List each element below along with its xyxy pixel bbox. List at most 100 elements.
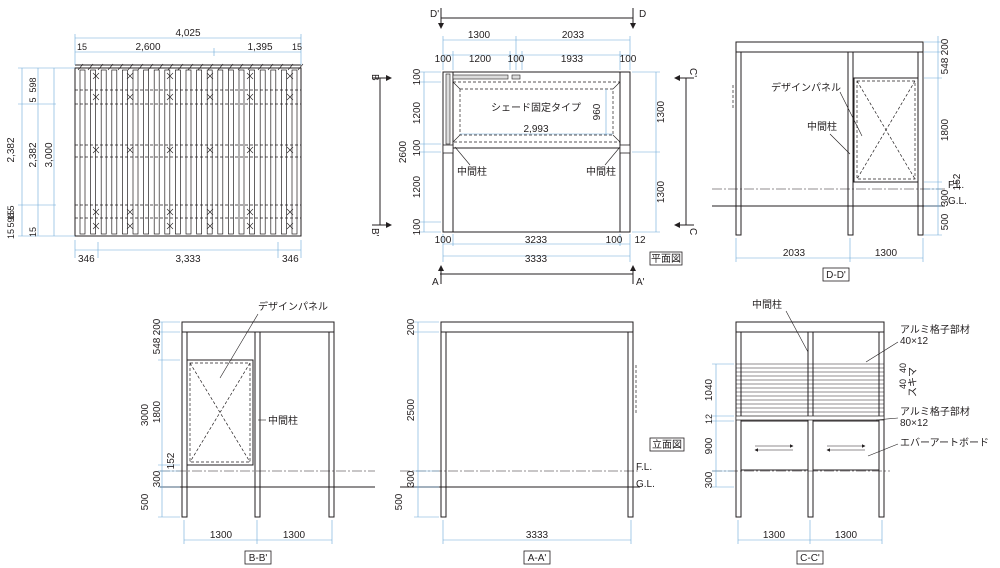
fastener-mark: [286, 208, 294, 216]
roof-slat: [100, 69, 107, 235]
design-panel: [186, 359, 254, 466]
cc-bottom-dim: 1300: [763, 530, 786, 541]
roof-top-part: 1,395: [247, 42, 272, 53]
fastener-mark: [166, 222, 174, 230]
alum-b-name: アルミ格子部材: [900, 405, 970, 418]
section-mark: B: [369, 74, 380, 81]
aluminum-louvers: [735, 363, 885, 421]
dd-right-dim: 500: [940, 213, 951, 230]
roof-bottom-part: 346: [282, 254, 299, 265]
aa-view-label: A-A': [528, 553, 547, 564]
board-panel-left: [740, 420, 809, 471]
dd-right-dim: 200: [940, 38, 951, 55]
post-label: 中間柱: [268, 414, 298, 427]
roof-left-dim: 2,382: [6, 137, 17, 162]
roof-slat: [217, 69, 224, 235]
section-mark: D: [639, 9, 646, 20]
fastener-mark: [92, 72, 100, 80]
alum-b-size: 80×12: [900, 418, 929, 429]
section-mark: B': [369, 228, 380, 237]
bb-bottom-dim: 1300: [210, 530, 233, 541]
fastener-mark: [166, 208, 174, 216]
roof-slat: [238, 69, 245, 235]
dd-bottom-dim: 1300: [875, 248, 898, 259]
fastener-mark: [166, 93, 174, 101]
plan-bottom-dim: 3233: [525, 235, 548, 246]
dd-view-label: D-D': [826, 270, 846, 281]
fastener-mark: [206, 222, 214, 230]
roof-top-part: 2,600: [135, 42, 160, 53]
cc-bottom-dim: 1300: [835, 530, 858, 541]
dd-right-dim: 1800: [940, 118, 951, 141]
fastener-mark: [166, 72, 174, 80]
roof-bottom-part: 346: [78, 254, 95, 265]
roof-slat: [164, 69, 171, 235]
roof-slat: [143, 69, 149, 235]
board-label: エバーアートボード: [900, 437, 989, 449]
plan-bottom-dim: 100: [435, 235, 452, 246]
plan-outline: [442, 71, 631, 233]
cc-left-dim: 300: [704, 471, 715, 488]
shade-depth: 960: [592, 103, 603, 120]
roof-slat: [259, 69, 266, 235]
roof-left-dim: 598: [6, 212, 16, 227]
plan-right-dim: 1300: [656, 180, 667, 203]
plan-left-dim: 100: [412, 68, 423, 85]
plan-bottom-dim: 100: [606, 235, 623, 246]
roof-left-dim: 5: [6, 205, 16, 210]
roof-slat: [185, 69, 192, 235]
fastener-mark: [246, 146, 254, 154]
aa-bottom-dim: 3333: [526, 530, 549, 541]
plan-right-dim: 1300: [656, 100, 667, 123]
plan-top-dim: 100: [508, 54, 525, 65]
roof-left-dim: 15: [6, 210, 16, 220]
roof-left-dim: 15: [6, 229, 16, 239]
bb-left-dim: 500: [140, 493, 151, 510]
roof-outline: [74, 67, 302, 237]
section-mark: A: [432, 277, 439, 288]
plan-left-dim: 100: [412, 218, 423, 235]
elevation-label: 立面図: [652, 438, 682, 451]
post-label: 中間柱: [807, 120, 837, 133]
aa-left-dim: 300: [406, 470, 417, 487]
plan-bottom-overall: 3333: [525, 254, 548, 265]
roof-slat: [196, 69, 202, 235]
roof-slats: [79, 69, 298, 235]
roof-left-dim: 3,000: [44, 142, 55, 167]
aa-left-dim: 2500: [406, 398, 417, 421]
fastener-mark: [206, 146, 214, 154]
alum-a-name: アルミ格子部材: [900, 323, 970, 336]
fastener-mark: [166, 146, 174, 154]
roof-top-part: 15: [77, 42, 87, 52]
plan-bottom-dim: 12: [634, 235, 646, 246]
roof-slat: [90, 69, 96, 235]
roof-top-overall: 4,025: [175, 28, 200, 39]
plan-top-dim: 1200: [469, 54, 492, 65]
aa-left-dim: 500: [394, 493, 405, 510]
roof-slat: [122, 69, 128, 235]
plan-top-dim: 100: [620, 54, 637, 65]
roof-slat: [153, 69, 160, 235]
plan-left-dim: 1200: [412, 175, 423, 198]
fastener-mark: [92, 208, 100, 216]
cc-left-dim: 1040: [704, 378, 715, 401]
fastener-mark: [206, 208, 214, 216]
alum-a-size: 40×12: [900, 336, 929, 347]
shade-area: [452, 81, 621, 143]
fl-label: F.L.: [636, 462, 652, 473]
plan-post-label-left: 中間柱: [457, 165, 487, 178]
roof-slat: [132, 69, 139, 235]
roof-plan: 4,025 15 2,600 1,395 15 346 3,333 346 2,…: [6, 28, 304, 265]
shade-label: シェード固定タイプ: [491, 101, 581, 114]
bb-left-dim: 1800: [152, 400, 163, 423]
shade-width: 2,993: [523, 124, 548, 135]
dd-right-dim: 300: [940, 189, 951, 206]
section-cc: 中間柱 アルミ格子部材 40×12 40 40 スキマ アルミ格子部材 80×1…: [704, 298, 989, 565]
section-mark: C': [687, 68, 698, 77]
roof-left-dim: 15: [28, 227, 38, 237]
plan-top-dim: 1933: [561, 54, 584, 65]
bb-left-overall: 3000: [140, 403, 151, 426]
plan-left-dim: 1200: [412, 101, 423, 124]
roof-slat: [111, 69, 118, 235]
